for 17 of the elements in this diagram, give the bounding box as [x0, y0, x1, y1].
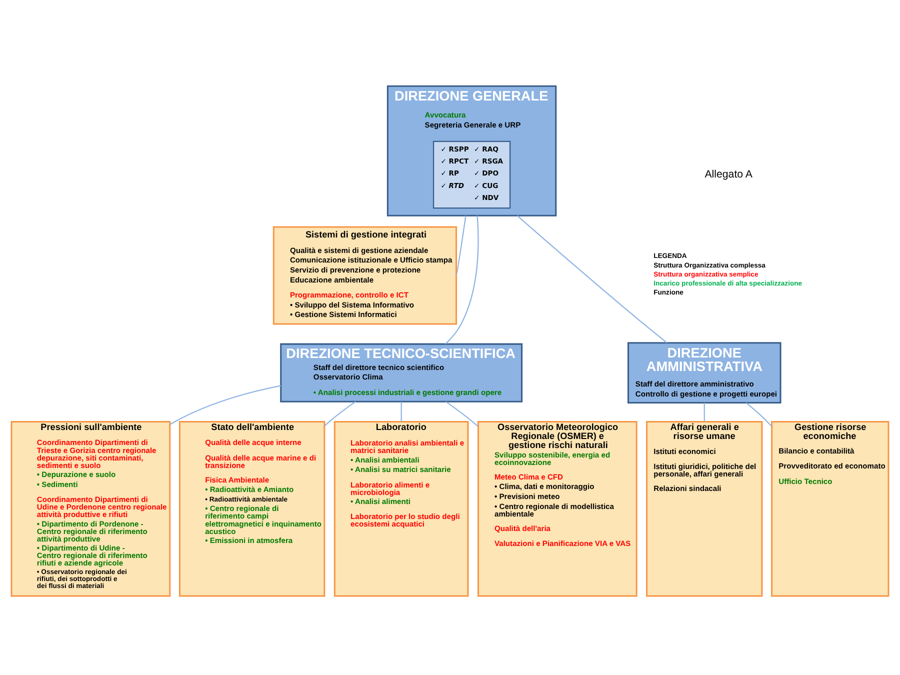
node-box: Osservatorio Meteorologico Regionale (OSMER) e gestione rischi naturali Sviluppo sostenibile, energia ed ecoinnovazione Meteo Clima e CFD • Clima, dati e monitoraggio • Previsioni meteo • Centro regionale di modellistica ambientale Qualità dell'aria Valutazioni e Pianificazione VIA e VAS [477, 420, 638, 596]
label: Allegato A [704, 168, 752, 180]
node-box: DIREZIONE TECNICO-SCIENTIFICA Staff del direttore tecnico scientifico Osservatorio Clima • Analisi processi industriali e gestione grandi opere [280, 342, 523, 402]
connector [704, 402, 705, 422]
node-box: Affari generali e risorse umane Istituti economici Istituti giuridici, politiche del personale, affari generali Relazioni sindacali [646, 420, 763, 596]
connector [456, 215, 466, 276]
node-box: Laboratorio Laboratorio analisi ambientali e matrici sanitarie • Analisi ambientali • Analisi su matrici sanitarie Laboratorio alimenti e microbiologia • Analisi alimenti Laboratorio per lo studio degli ecosistemi acquatici [334, 420, 469, 596]
connector [324, 400, 356, 426]
connector [170, 384, 281, 425]
connector [516, 214, 668, 343]
connector [746, 402, 772, 426]
connector [446, 400, 478, 426]
node-box: Sistemi di gestione integrati Qualità e sistemi di gestione aziendale Comunicazione istituzionale e Ufficio stampa Servizio di prevenzione e protezione Educazione ambientale Programmazione, controllo e ICT • Sviluppo del Sistema Informativo • Gestione Sistemi Informatici [272, 226, 457, 324]
node-box: Gestione risorse economiche Bilancio e contabilità Provveditorato ed economato Ufficio Tecnico [771, 420, 890, 596]
node-box: DIREZIONE AMMINISTRATIVA Staff del direttore amministrativo Controllo di gestione e progetti europei [627, 342, 782, 404]
connector [445, 215, 479, 344]
connector [400, 401, 402, 422]
